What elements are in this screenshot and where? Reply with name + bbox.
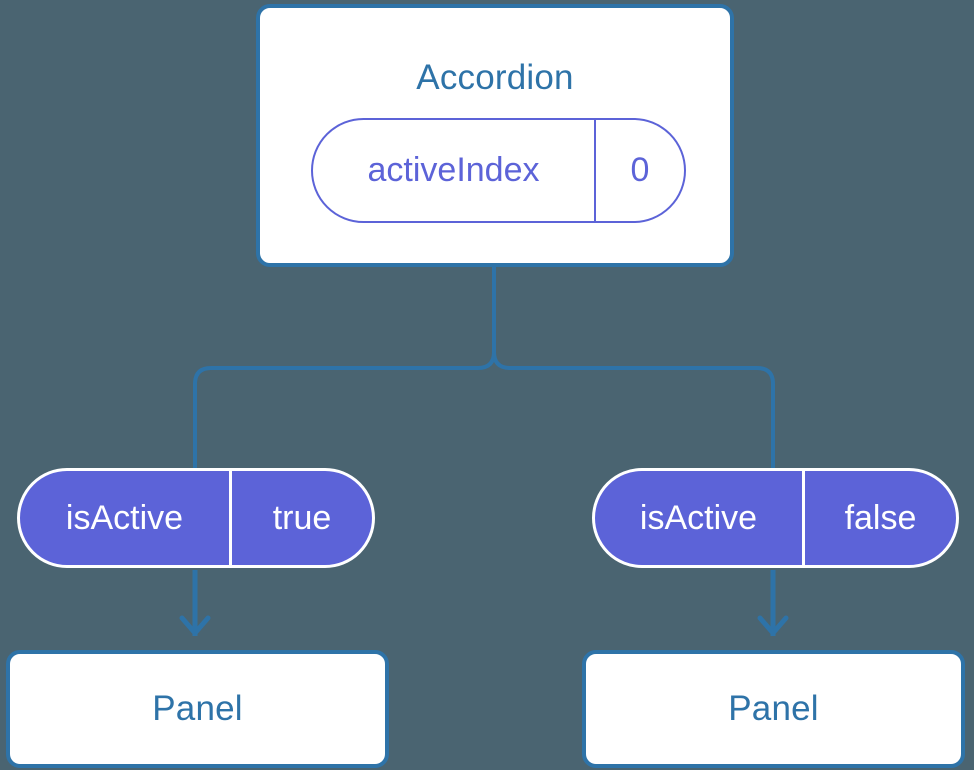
panel-title: Panel — [728, 689, 819, 728]
arrow-left-head-icon — [179, 615, 211, 636]
connector-branch-tree — [193, 265, 496, 472]
accordion-component-card[interactable]: Accordion activeIndex 0 — [256, 4, 734, 267]
state-pill-active-index[interactable]: activeIndex 0 — [311, 118, 686, 223]
accordion-title: Accordion — [416, 58, 574, 97]
prop-key-label: isActive — [595, 471, 805, 565]
prop-pill-is-active-true[interactable]: isActive true — [17, 468, 375, 568]
state-key-label: activeIndex — [313, 120, 596, 221]
panel-card-right[interactable]: Panel — [582, 650, 965, 768]
prop-value-label: true — [272, 498, 332, 537]
state-value-label: 0 — [630, 151, 650, 189]
panel-title: Panel — [152, 689, 243, 728]
prop-value-label: false — [844, 498, 917, 537]
panel-card-left[interactable]: Panel — [6, 650, 389, 768]
prop-key-label: isActive — [20, 471, 232, 565]
connector-branch-tree-right — [492, 265, 775, 472]
prop-pill-is-active-false[interactable]: isActive false — [592, 468, 959, 568]
arrow-right-head-icon — [757, 615, 789, 636]
